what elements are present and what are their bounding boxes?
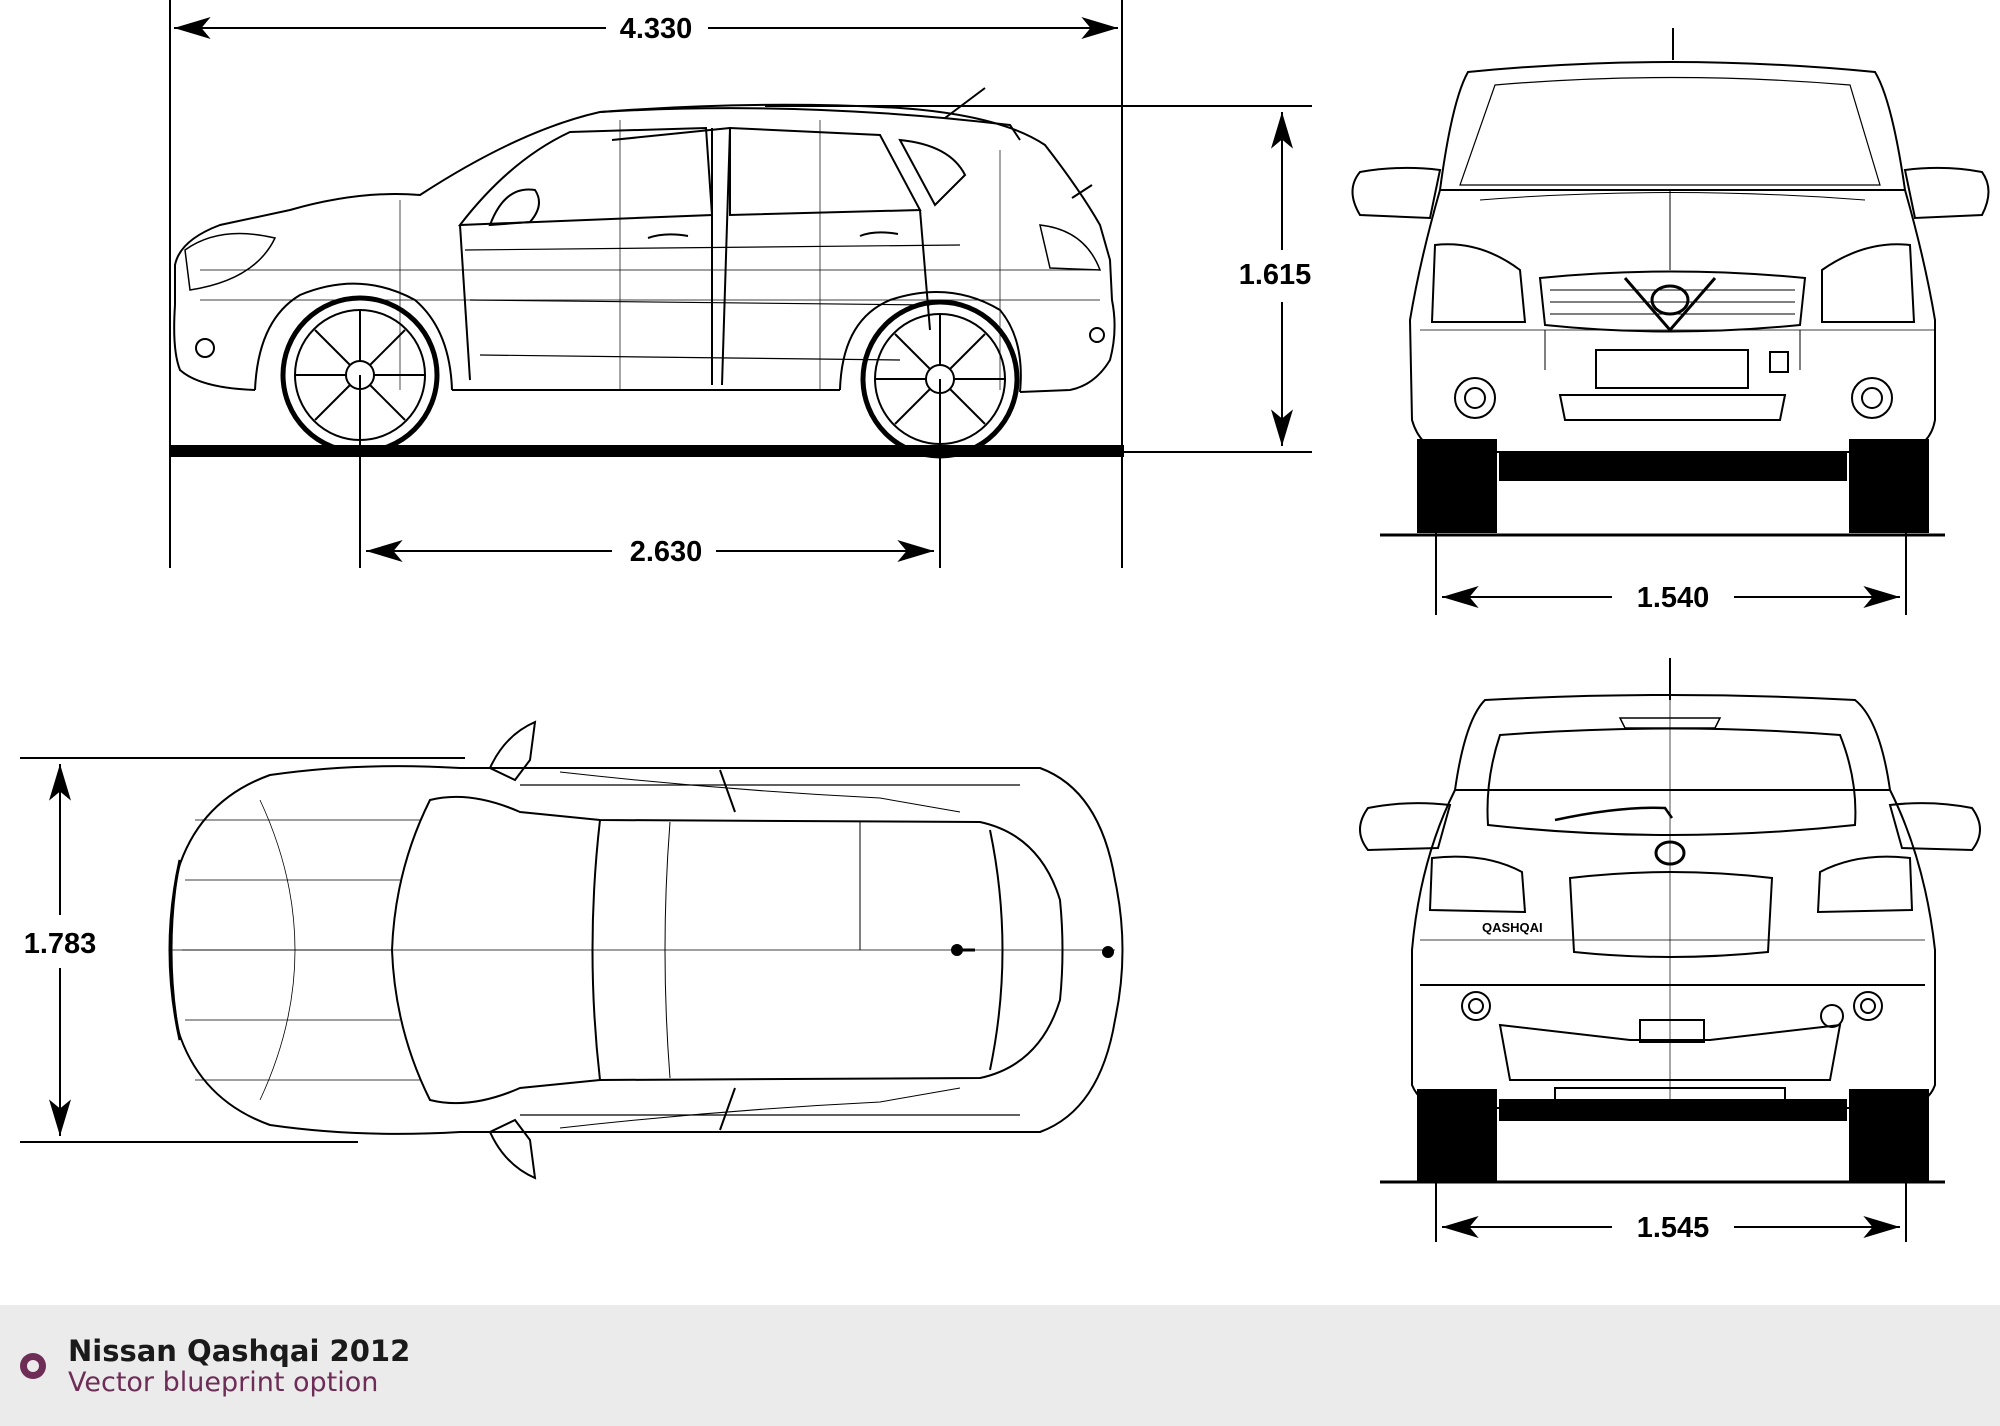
side-dimension-lines [169,0,1312,568]
footer-subtitle: Vector blueprint option [68,1367,379,1398]
track-front-label: 1.540 [1637,582,1710,614]
height-label: 1.615 [1239,259,1312,291]
rear-dimension-lines [1435,1108,1907,1242]
front-view [1351,28,1990,537]
wheelbase-label: 2.630 [630,536,703,568]
front-dimension-lines [1435,453,1907,615]
length-label: 4.330 [620,13,693,45]
track-rear-label: 1.545 [1637,1212,1710,1244]
side-view [170,87,1124,457]
width-label: 1.783 [24,928,97,960]
top-view [20,720,1124,1180]
brand-circle-icon [20,1353,46,1379]
footer-title: Nissan Qashqai 2012 [68,1334,411,1368]
rear-view [1359,658,1981,1184]
ground-line [170,445,1124,457]
footer-bar [0,1305,2000,1426]
rear-badge: QASHQAI [1482,920,1543,935]
blueprint-drawing: 4.330 2.630 1.615 [20,0,1990,1244]
